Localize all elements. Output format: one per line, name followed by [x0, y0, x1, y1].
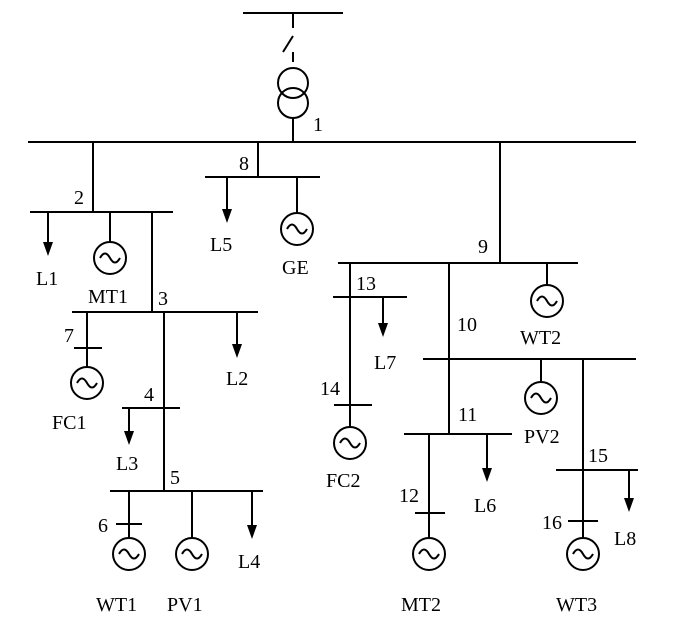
transformer-icon [277, 67, 309, 119]
ac-source-icon [181, 548, 203, 560]
ac-source-icon [572, 548, 594, 560]
load-label-l1: L1 [36, 268, 58, 290]
load-l7: L7 [374, 297, 396, 374]
load-label-l3: L3 [116, 453, 138, 475]
bus-label-5: 5 [170, 467, 180, 489]
generator-label-wt1: WT1 [96, 594, 137, 616]
bus-label-1: 1 [313, 114, 323, 136]
generator-label-pv1: PV1 [167, 594, 203, 616]
ac-source-icon [118, 548, 140, 560]
bus-label-12: 12 [399, 485, 419, 507]
ac-source-icon [536, 295, 558, 307]
bus-label-16: 16 [542, 512, 562, 534]
bus-label-9: 9 [478, 236, 488, 258]
generator-fc1: 7 FC1 [52, 312, 104, 434]
generator-label-pv2: PV2 [524, 426, 560, 448]
switch-icon [282, 35, 294, 62]
grid-connection [243, 12, 343, 142]
ac-source-icon [339, 437, 361, 449]
generator-label-mt2: MT2 [401, 594, 441, 616]
generator-wt2: WT2 [520, 263, 564, 349]
bus-label-11: 11 [458, 404, 477, 426]
bus-label-14: 14 [320, 378, 340, 400]
generator-pv1: PV1 [167, 491, 209, 616]
ac-source-icon [286, 223, 308, 235]
generator-pv2: PV2 [524, 359, 560, 448]
generator-label-fc1: FC1 [52, 412, 86, 434]
bus-label-3: 3 [158, 288, 168, 310]
generator-ge: GE [280, 177, 314, 279]
load-l8: L8 [614, 470, 636, 550]
load-l2: L2 [226, 312, 248, 390]
bus-label-6: 6 [98, 515, 108, 537]
bus-label-4: 4 [144, 384, 154, 406]
generator-label-wt3: WT3 [556, 594, 597, 616]
generator-label-wt2: WT2 [520, 327, 561, 349]
bus-label-13: 13 [356, 273, 376, 295]
ac-source-icon [99, 252, 121, 264]
load-label-l7: L7 [374, 352, 396, 374]
load-l5: L5 [210, 177, 232, 256]
ac-source-icon [530, 392, 552, 404]
generator-mt2: 12 MT2 [399, 434, 446, 616]
load-label-l2: L2 [226, 368, 248, 390]
bus-label-7: 7 [64, 325, 74, 347]
load-l4: L4 [238, 491, 260, 573]
load-label-l5: L5 [210, 234, 232, 256]
bus-label-8: 8 [239, 153, 249, 175]
load-label-l6: L6 [474, 495, 496, 517]
load-l3: L3 [116, 408, 138, 475]
generator-fc2: FC2 [326, 426, 367, 492]
generator-label-ge: GE [282, 257, 309, 279]
bus-label-2: 2 [74, 187, 84, 209]
generator-wt1: 6 WT1 [96, 491, 146, 616]
generator-label-fc2: FC2 [326, 470, 360, 492]
ac-source-icon [418, 548, 440, 560]
generator-wt3: WT3 [556, 537, 600, 616]
load-l6: L6 [474, 434, 496, 517]
load-label-l4: L4 [238, 551, 260, 573]
generator-mt1: MT1 [88, 212, 128, 308]
load-l1: L1 [36, 212, 58, 290]
load-label-l8: L8 [614, 528, 636, 550]
bus-label-15: 15 [588, 445, 608, 467]
ac-source-icon [76, 377, 98, 389]
generator-label-mt1: MT1 [88, 286, 128, 308]
bus-label-10: 10 [457, 314, 477, 336]
